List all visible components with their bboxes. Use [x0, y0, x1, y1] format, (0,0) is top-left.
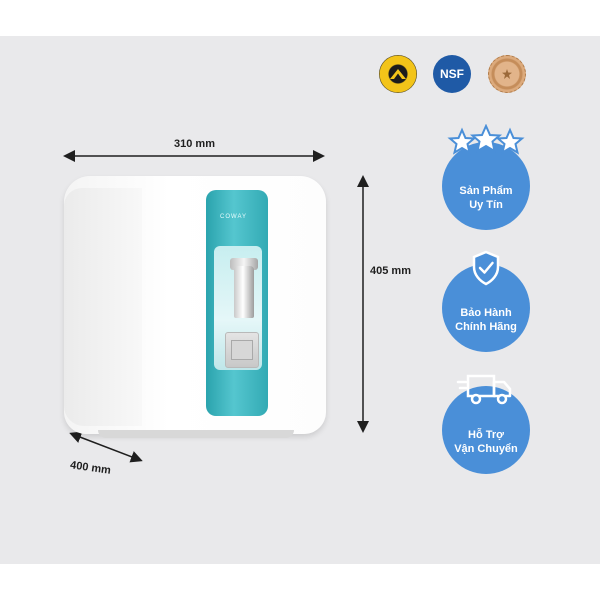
badge-trusted-line1: Sản Phẩm	[459, 185, 513, 197]
nsf-label: NSF	[440, 67, 464, 81]
badge-shipping-support: Hỗ Trợ Vận Chuyển	[442, 374, 530, 474]
badge-warranty-line1: Bảo Hành	[460, 307, 512, 319]
shield-check-icon	[472, 250, 500, 286]
nsf-seal-icon: NSF	[433, 55, 471, 93]
faucet-icon	[234, 266, 254, 318]
delivery-truck-icon	[456, 374, 512, 405]
badge-genuine-warranty: Bảo Hành Chính Hãng	[442, 250, 530, 352]
water-purifier-base	[98, 430, 294, 438]
height-label: 405 mm	[370, 265, 411, 277]
water-purifier-side-panel	[64, 188, 142, 426]
badge-shipping-line2: Vận Chuyển	[454, 443, 518, 455]
brand-label: COWAY	[220, 214, 247, 220]
quality-seal-icon	[379, 55, 417, 93]
badge-trusted-product: Sản Phẩm Uy Tín	[442, 124, 530, 230]
badge-trusted-line2: Uy Tín	[469, 199, 503, 211]
three-stars-icon	[447, 124, 525, 155]
badge-shipping-line1: Hỗ Trợ	[468, 429, 504, 441]
width-label: 310 mm	[174, 138, 215, 150]
award-seal-icon	[488, 55, 526, 93]
drip-tray-grill	[231, 340, 253, 360]
depth-arrow	[69, 431, 143, 463]
badge-warranty-line2: Chính Hãng	[455, 321, 517, 333]
